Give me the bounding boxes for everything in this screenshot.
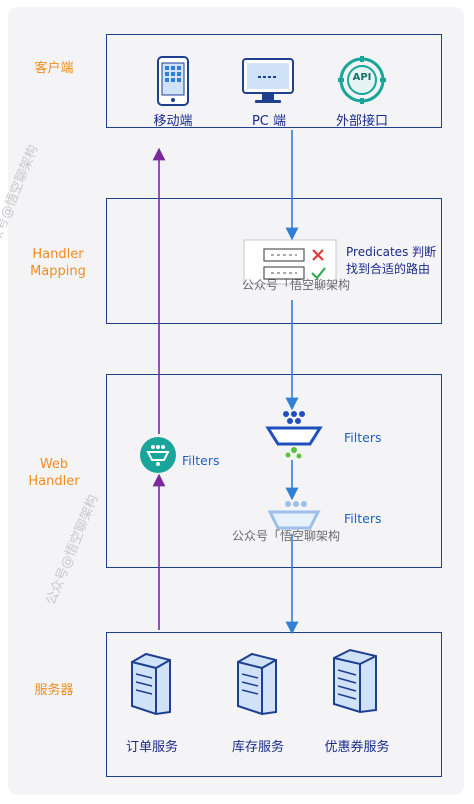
client-tier-label: 客户端 (34, 61, 74, 76)
client-item-pc: PC 端 (251, 114, 287, 129)
predicates-check-icon (243, 239, 337, 285)
watermark-1: 公众号「悟空聊架构 (242, 278, 351, 292)
filters-funnel-faded-icon (267, 501, 321, 530)
filters-label-left: Filters (182, 453, 220, 468)
mobile-phone-icon (157, 56, 189, 106)
service-inventory: 库存服务 (231, 740, 284, 755)
web-handler-tier-label: Web Handler (28, 457, 80, 489)
predicates-label: Predicates 判断 找到合适的路由 (346, 245, 437, 276)
filters-funnel-icon (265, 411, 323, 459)
service-order: 订单服务 (125, 740, 178, 755)
filters-label-top: Filters (344, 430, 382, 445)
server-icon-coupon (333, 648, 377, 714)
api-badge-text: API (352, 72, 372, 83)
watermark-2: 公众号「悟空聊架构 (232, 529, 341, 543)
service-coupon: 优惠券服务 (324, 740, 390, 755)
handler-mapping-tier-label: Handler Mapping (30, 247, 86, 279)
filters-circle-icon (140, 437, 176, 473)
server-icon-order (131, 652, 171, 716)
filters-label-bottom: Filters (344, 511, 382, 526)
client-item-external-api: 外部接口 (335, 114, 388, 129)
server-tier-label: 服务器 (34, 683, 74, 698)
pc-monitor-icon (242, 58, 294, 103)
api-gear-icon (338, 56, 386, 104)
client-item-mobile: 移动端 (153, 114, 193, 129)
server-icon-inventory (237, 652, 277, 716)
